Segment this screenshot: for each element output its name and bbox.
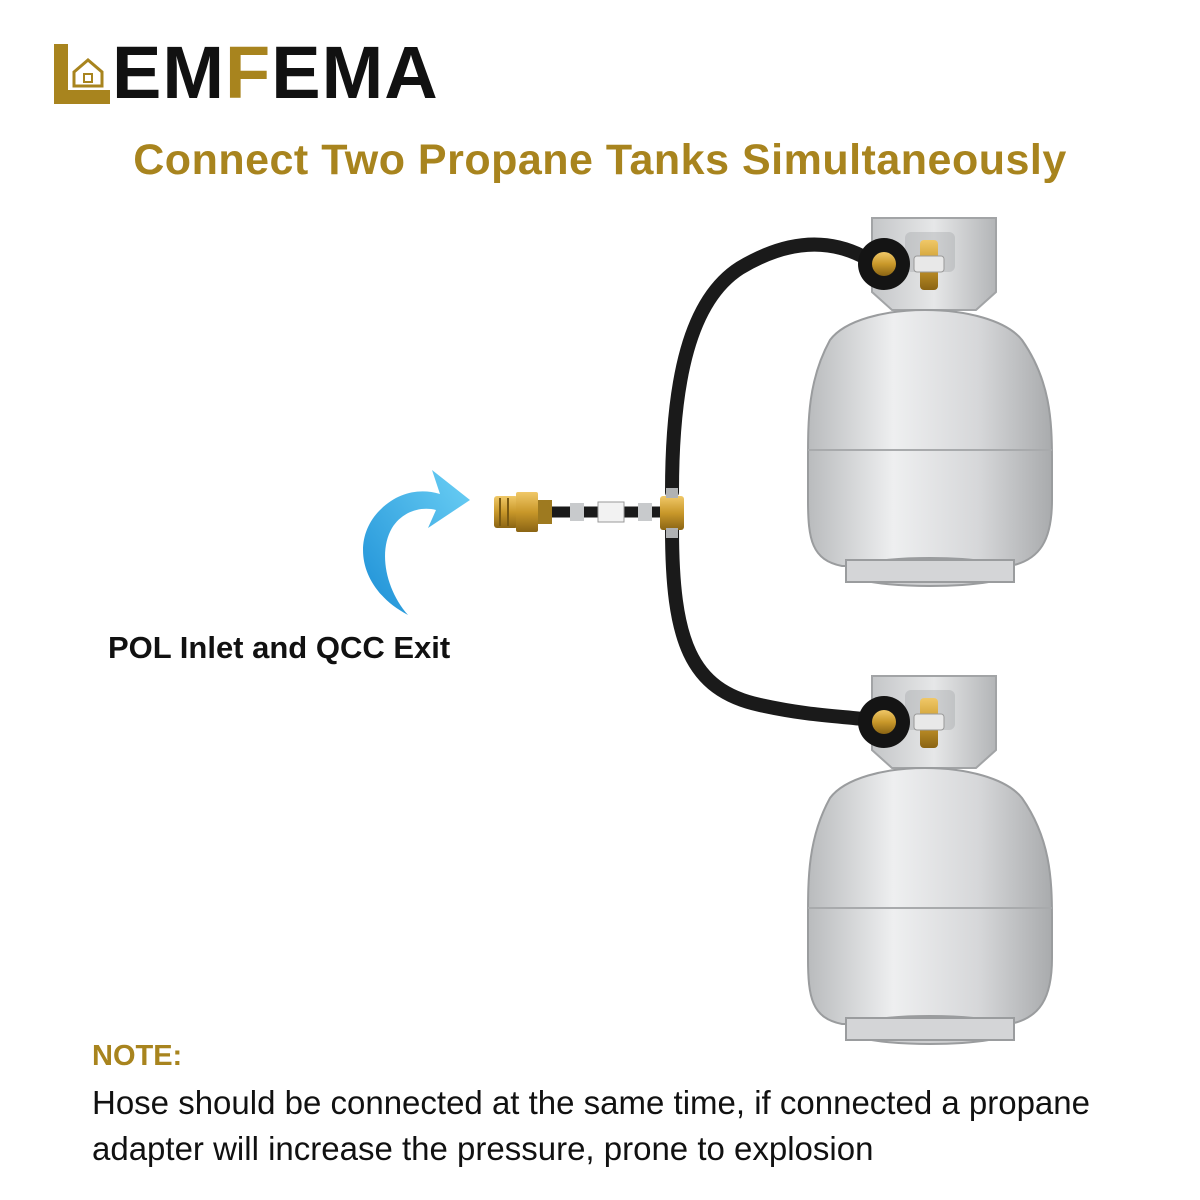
hose-sleeve	[638, 503, 652, 521]
hose-sleeve	[570, 503, 584, 521]
logo-letter-f: F	[225, 31, 272, 114]
note-body: Hose should be connected at the same tim…	[92, 1080, 1172, 1172]
logo-letter-m1: M	[162, 31, 226, 114]
logo-letter-e2: E	[271, 31, 322, 114]
tee-fitting	[660, 488, 684, 538]
headline: Connect Two Propane Tanks Simultaneously	[133, 136, 1067, 184]
logo-house-icon	[50, 38, 112, 108]
note-title: NOTE:	[92, 1040, 183, 1072]
logo-wordmark: E M F E M A	[112, 31, 439, 114]
hose-label-band	[597, 501, 625, 523]
note-line-1: Hose should be connected at the same tim…	[92, 1084, 1090, 1121]
logo-letter-e1: E	[112, 31, 163, 114]
brass-fitting-icon	[494, 492, 552, 532]
propane-tank-icon	[807, 217, 1053, 587]
logo-letter-a: A	[384, 31, 439, 114]
logo-letter-m2: M	[321, 31, 385, 114]
brand-logo: E M F E M A	[50, 31, 439, 114]
propane-tank-icon	[807, 675, 1053, 1045]
note-line-2: adapter will increase the pressure, pron…	[92, 1130, 874, 1167]
inlet-label: POL Inlet and QCC Exit	[108, 630, 451, 665]
curved-arrow-icon	[363, 470, 470, 615]
